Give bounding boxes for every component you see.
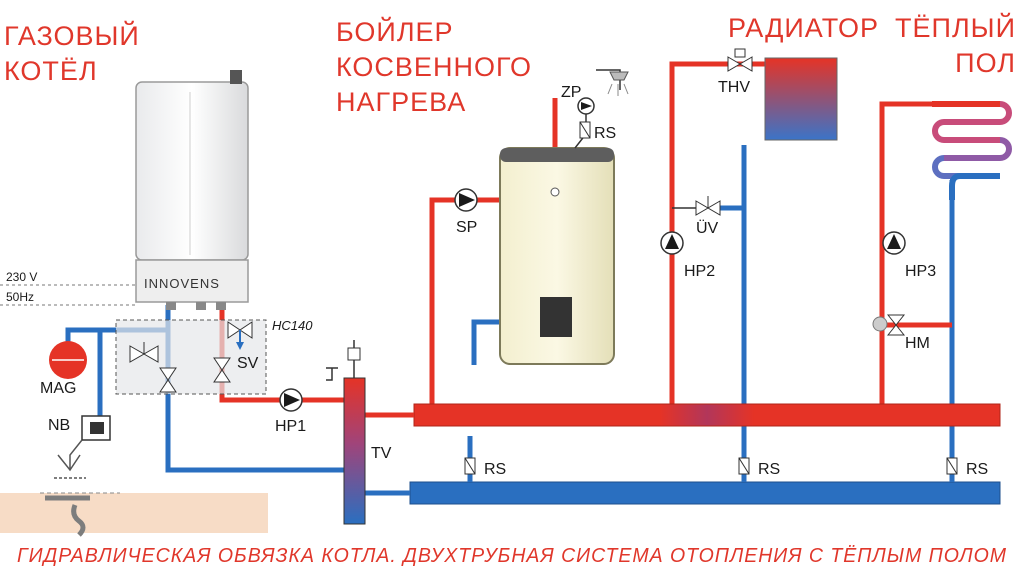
rs-label-2: RS xyxy=(758,461,780,478)
nb-label: NB xyxy=(48,417,70,434)
radiator-icon xyxy=(764,57,838,141)
underfloor-coil-icon xyxy=(932,101,1012,200)
expansion-tank-icon xyxy=(49,341,87,379)
check-valve-tank-icon xyxy=(579,121,591,139)
check-valve-rs1-icon xyxy=(464,457,476,475)
indirect-water-heater xyxy=(499,147,615,365)
hp2-label: HP2 xyxy=(684,263,715,280)
diagram-caption: ГИДРАВЛИЧЕСКАЯ ОБВЯЗКА КОТЛА. ДВУХТРУБНА… xyxy=(17,545,1007,567)
floor-title-line-1: ТЁПЛЫЙ xyxy=(895,12,1016,43)
rs-label-1: RS xyxy=(484,461,506,478)
bypass-valve-icon xyxy=(672,196,721,216)
rs-tank-label: RS xyxy=(594,125,616,142)
radiator-title: РАДИАТОР xyxy=(728,13,879,43)
tank-title-line-3: НАГРЕВА xyxy=(336,87,466,117)
hydraulic-separator-icon xyxy=(326,340,366,525)
valve-icon-1 xyxy=(129,342,159,363)
thv-label: THV xyxy=(718,79,750,96)
hp1-label: HP1 xyxy=(275,418,306,435)
pump-sp-icon xyxy=(454,188,478,212)
floor-title-line-2: ПОЛ xyxy=(955,48,1016,78)
pump-hp2-icon xyxy=(660,231,684,255)
hc140-label: HC140 xyxy=(272,318,313,333)
cold-main-pipe xyxy=(409,481,1001,505)
hot-main-pipe xyxy=(413,403,1001,427)
pump-hp1-icon xyxy=(279,388,303,412)
tank-title-line-2: КОСВЕННОГО xyxy=(336,52,532,82)
boiler-title-line-2: КОТЁЛ xyxy=(4,56,98,86)
voltage-label: 230 V xyxy=(6,270,37,284)
hp3-label: HP3 xyxy=(905,263,936,280)
sv-label: SV xyxy=(237,355,259,372)
tv-label: TV xyxy=(371,445,392,462)
tank-title-line-1: БОЙЛЕР xyxy=(336,16,454,47)
cold-risers xyxy=(467,436,955,482)
valve-icon-3 xyxy=(213,357,231,383)
zp-label: ZP xyxy=(561,84,581,101)
gas-boiler: INNOVENS xyxy=(135,70,249,310)
boiler-title-line-1: ГАЗОВЫЙ xyxy=(4,20,140,51)
boiler-brand: INNOVENS xyxy=(144,276,220,291)
sp-label: SP xyxy=(456,219,477,236)
valve-icon-2 xyxy=(159,367,177,393)
nb-funnel-icon xyxy=(54,415,111,479)
check-valve-rs2-icon xyxy=(738,457,750,475)
uv-label: ÜV xyxy=(696,219,719,237)
rs-label-3: RS xyxy=(966,461,988,478)
hm-label: HM xyxy=(905,335,930,352)
pump-hp3-icon xyxy=(882,231,906,255)
check-valve-rs3-icon xyxy=(946,457,958,475)
frequency-label: 50Hz xyxy=(6,290,34,304)
ground-area xyxy=(0,493,268,533)
safety-valve-icon xyxy=(227,321,253,350)
drain-pipe xyxy=(45,495,90,537)
shower-icon xyxy=(596,69,629,96)
mixing-valve-icon xyxy=(872,314,906,336)
mag-label: MAG xyxy=(40,380,76,397)
thermostatic-valve-icon xyxy=(727,48,753,72)
